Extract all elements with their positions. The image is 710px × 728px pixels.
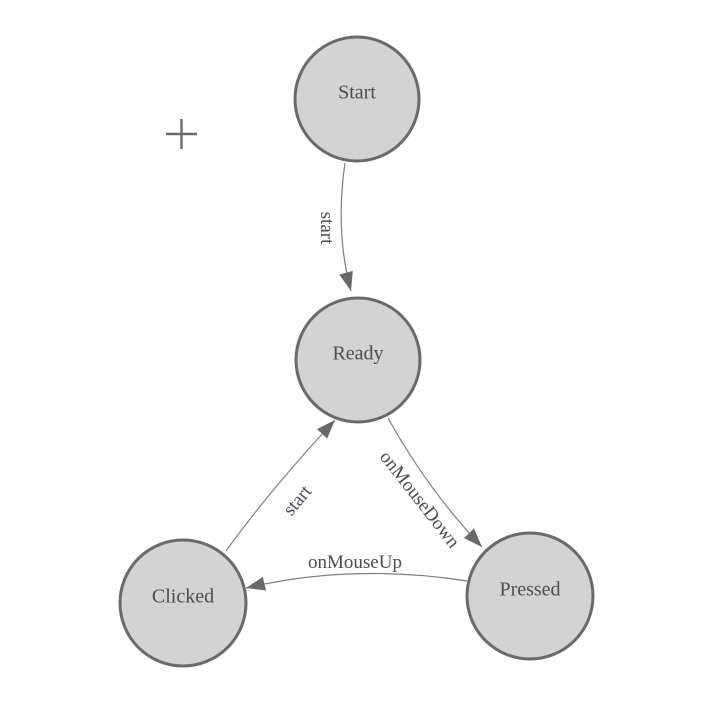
node-pressed[interactable] [465, 531, 595, 661]
plus-crosshair-icon [166, 119, 197, 149]
edge-clicked-to-ready[interactable] [225, 419, 336, 552]
edge-ready-to-pressed[interactable] [387, 417, 483, 548]
node-ready[interactable] [294, 296, 422, 424]
edge-pressed-to-clicked[interactable] [245, 572, 468, 591]
edge-start-to-ready[interactable] [339, 162, 353, 292]
node-start[interactable] [293, 35, 421, 163]
node-clicked[interactable] [118, 538, 248, 668]
